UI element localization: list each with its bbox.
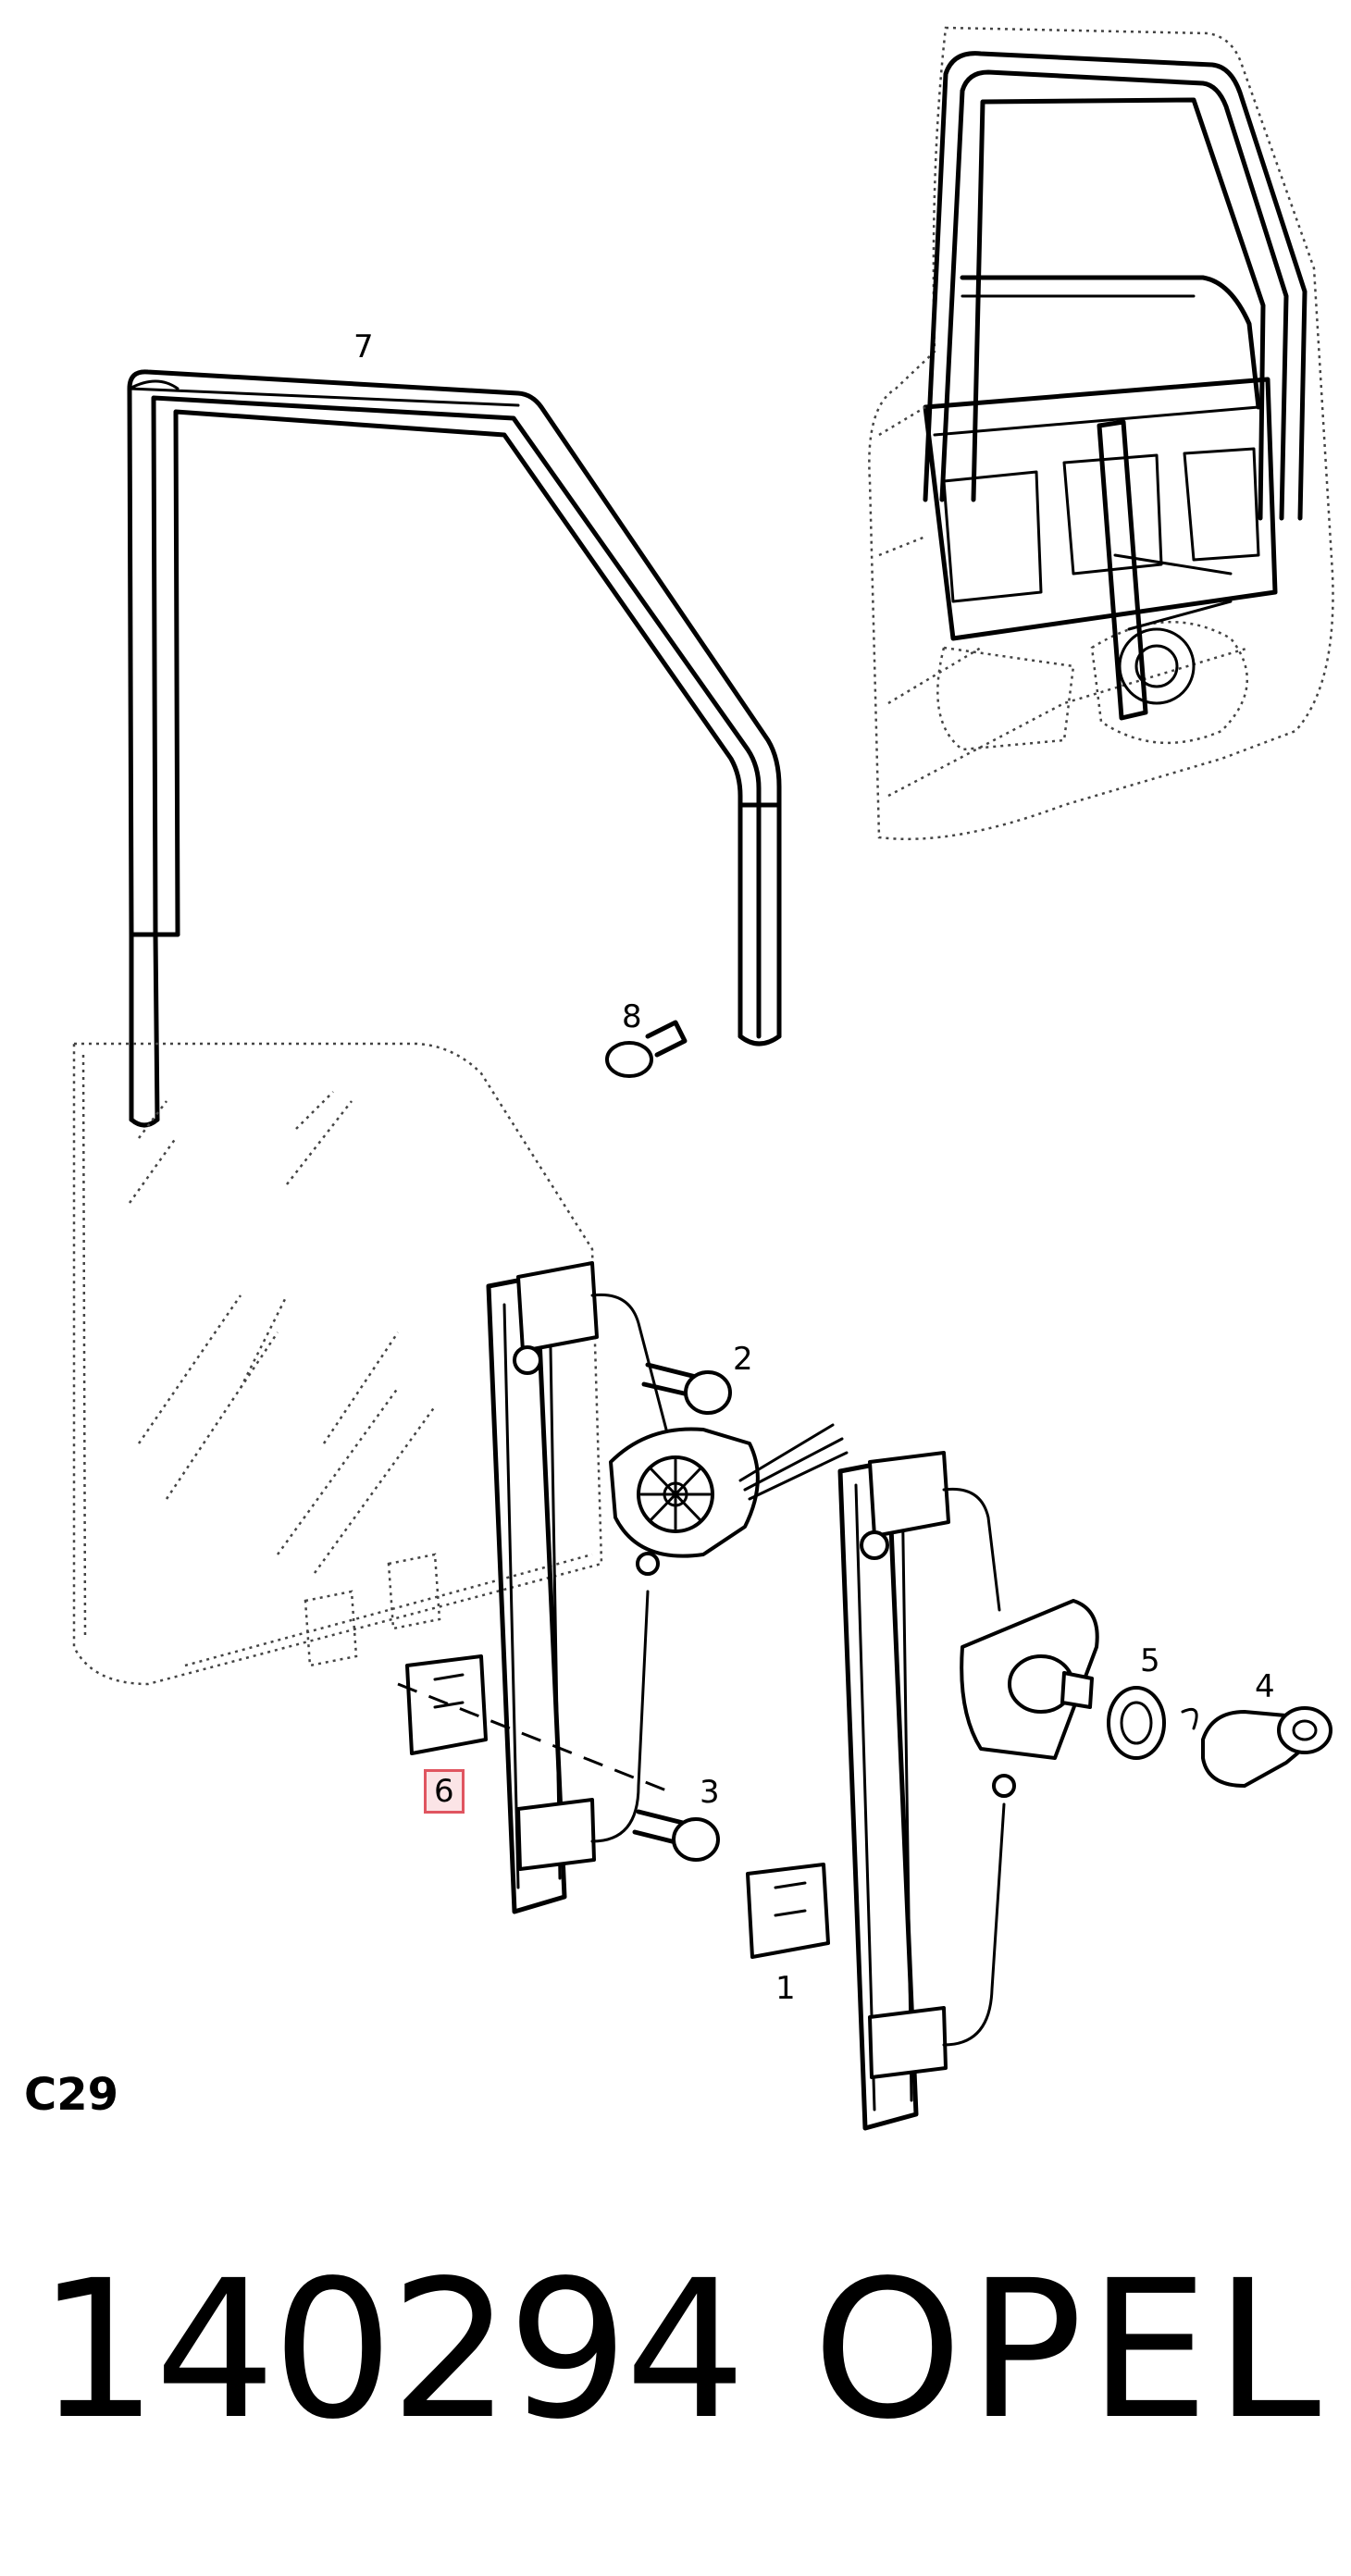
window-glass-illustration	[72, 1042, 603, 1686]
callout-1: 1	[775, 1970, 796, 2007]
power-window-regulator-illustration	[397, 1261, 849, 1914]
escutcheon-5-illustration	[1107, 1686, 1198, 1760]
bolt-2-illustration	[641, 1362, 732, 1415]
window-crank-handle-4-illustration	[1201, 1706, 1332, 1788]
bolt-8-illustration	[605, 1020, 688, 1078]
diagram-code-label: C29	[24, 2069, 119, 2121]
callout-2: 2	[733, 1341, 753, 1378]
brand-name: OPEL	[812, 2239, 1327, 2461]
bolt-3-illustration	[632, 1809, 720, 1862]
callout-4: 4	[1255, 1668, 1275, 1705]
callout-6-highlighted[interactable]: 6	[424, 1769, 465, 1814]
callout-8: 8	[622, 998, 642, 1035]
callout-7: 7	[353, 328, 374, 365]
part-number: 140294	[37, 2239, 746, 2461]
window-channel-illustration	[127, 369, 782, 1128]
callout-3: 3	[700, 1774, 720, 1811]
door-assembly-illustration	[868, 26, 1334, 841]
callout-5: 5	[1140, 1642, 1160, 1679]
manual-window-regulator-illustration	[746, 1451, 1099, 2131]
